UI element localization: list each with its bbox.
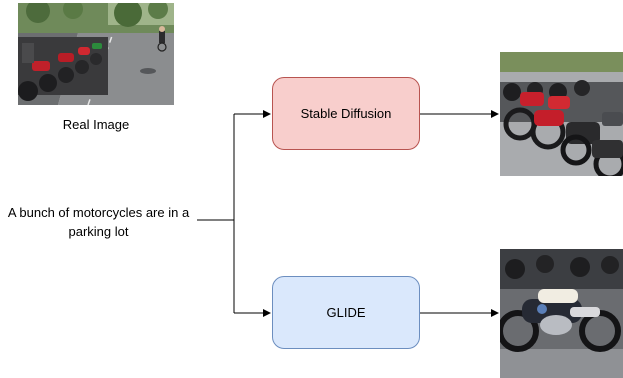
prompt-text: A bunch of motorcycles are in a parking … [7, 205, 190, 239]
stable-diffusion-output-image [500, 52, 623, 176]
real-image [18, 3, 174, 105]
glide-output-image [500, 249, 623, 378]
real-image-caption: Real Image [62, 117, 130, 132]
glide-box: GLIDE [272, 276, 420, 349]
glide-label: GLIDE [326, 305, 366, 320]
stable-diffusion-label: Stable Diffusion [300, 106, 392, 121]
stable-diffusion-box: Stable Diffusion [272, 77, 420, 150]
